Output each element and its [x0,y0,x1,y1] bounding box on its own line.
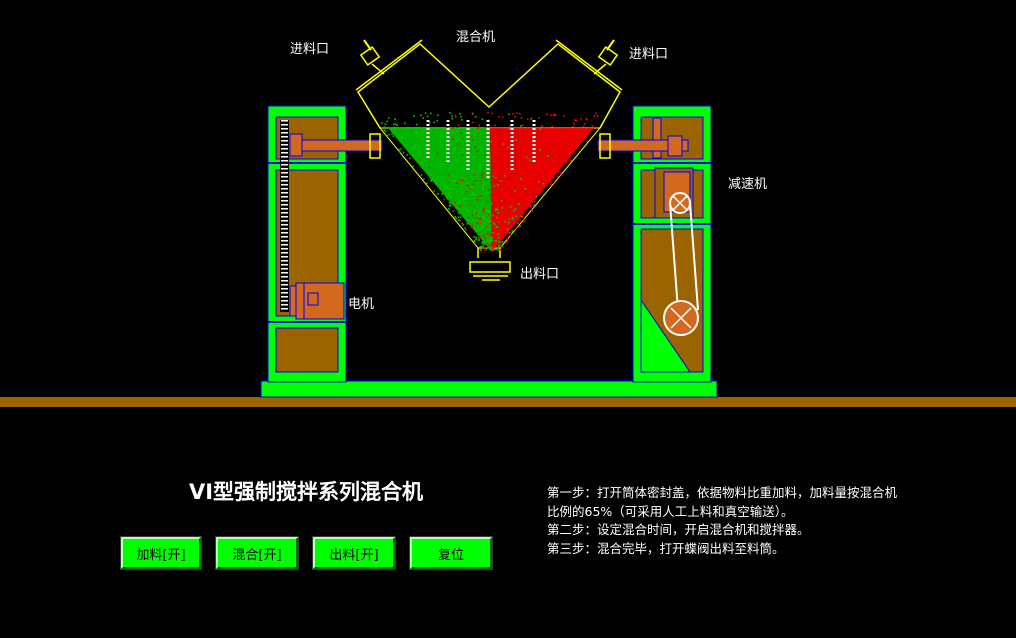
drive-shaft [289,133,689,159]
v-mixing-vessel [355,39,623,281]
mix-button[interactable]: 混合[开] [215,536,299,570]
inlet-left-label: 进料口 [290,42,330,57]
left-inlet-valve [359,39,385,75]
reducer-label: 减速机 [728,177,768,192]
motor-label: 电机 [348,297,375,312]
base-plate [260,380,718,398]
step-line: 第一步：打开筒体密封盖，依据物料比重加料，加料量按混合机 [547,485,898,500]
operation-steps: 第一步：打开筒体密封盖，依据物料比重加料，加料量按混合机 比例的65%（可采用人… [547,484,987,558]
mixer-label: 混合机 [456,30,496,45]
reset-button[interactable]: 复位 [409,536,493,570]
discharge-button[interactable]: 出料[开] [312,536,396,570]
page-title: VI型强制搅拌系列混合机 [188,480,424,504]
agitator-blades [426,120,536,178]
feed-button[interactable]: 加料[开] [120,536,202,570]
right-inlet-valve [593,39,619,75]
step-line: 比例的65%（可采用人工上料和真空输送）。 [547,503,794,519]
reducer-gearbox [652,117,699,336]
floor [0,397,1016,407]
step-line: 第二步：设定混合时间，开启混合机和搅拌器。 [547,522,810,537]
inlet-right-label: 进料口 [629,47,669,62]
step-line: 第三步：混合完毕，打开蝶阀出料至料筒。 [547,540,785,556]
outlet-label: 出料口 [520,267,560,282]
material-mixture [381,112,599,252]
motor [289,282,345,320]
